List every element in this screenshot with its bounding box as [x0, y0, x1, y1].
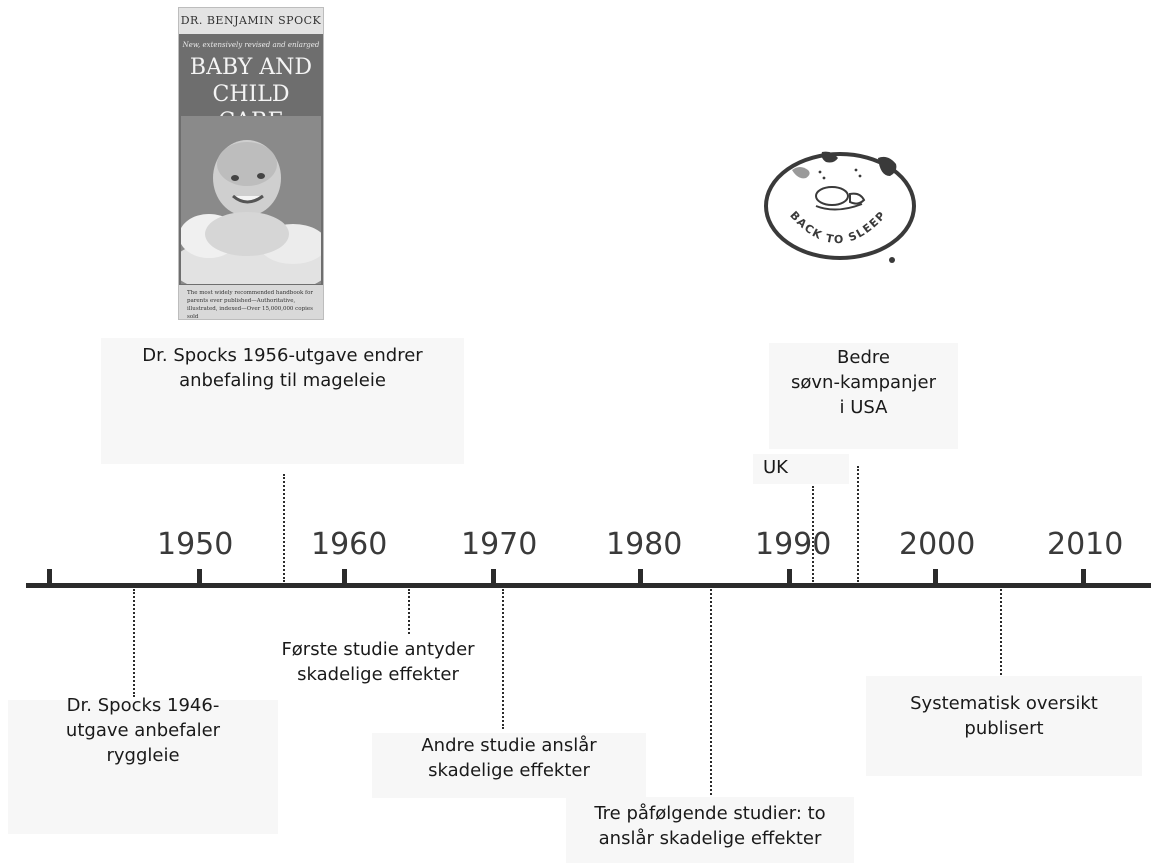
- event-spock1956-line1: Dr. Spocks 1956-utgave endrer: [142, 345, 423, 366]
- timeline-axis: [26, 583, 1151, 588]
- label-box-andre: [372, 733, 646, 798]
- connector-andre: [502, 589, 504, 729]
- event-bedre-line3: i USA: [839, 397, 888, 418]
- year-label-2010: 2010: [1047, 527, 1124, 562]
- event-spock1956-label: Dr. Spocks 1956-utgave endrer anbefaling…: [101, 343, 464, 393]
- label-box-systematisk: [866, 676, 1142, 776]
- year-label-1990: 1990: [755, 527, 832, 562]
- axis-tick-1980: [638, 569, 643, 586]
- event-systematisk-label: Systematisk oversikt publisert: [866, 691, 1142, 741]
- event-spock1956-line2: anbefaling til mageleie: [179, 370, 386, 391]
- event-spock1946-label: Dr. Spocks 1946- utgave anbefaler ryggle…: [8, 693, 278, 768]
- event-spock1946-line3: ryggleie: [106, 745, 180, 766]
- event-forste-line2: skadelige effekter: [297, 664, 459, 685]
- event-systematisk-line2: publisert: [964, 718, 1044, 739]
- connector-systematisk: [1000, 589, 1002, 675]
- connector-spock1956: [283, 474, 285, 582]
- axis-tick-1960: [342, 569, 347, 586]
- event-forste-label: Første studie antyder skadelige effekter: [228, 637, 528, 687]
- year-label-1980: 1980: [606, 527, 683, 562]
- label-box-spock1946: [8, 700, 278, 834]
- connector-spock1946: [133, 589, 135, 697]
- back-to-sleep-logo: BACK TO SLEEP: [764, 151, 916, 263]
- connector-forste: [408, 589, 410, 634]
- axis-tick-1950: [197, 569, 202, 586]
- year-label-2000: 2000: [899, 527, 976, 562]
- event-bedre-line1: Bedre: [837, 347, 890, 368]
- year-label-1950: 1950: [157, 527, 234, 562]
- label-box-spock1956: [101, 338, 464, 464]
- book-blurb: The most widely recommended handbook for…: [179, 285, 323, 320]
- event-andre-label: Andre studie anslår skadelige effekter: [372, 733, 646, 783]
- event-systematisk-line1: Systematisk oversikt: [910, 693, 1098, 714]
- connector-tre: [710, 589, 712, 795]
- label-box-uk: [753, 454, 849, 484]
- axis-tick-start: [47, 569, 52, 586]
- svg-text:BACK TO SLEEP: BACK TO SLEEP: [787, 208, 889, 246]
- baby-photo: [181, 116, 321, 284]
- event-andre-line2: skadelige effekter: [428, 760, 590, 781]
- event-forste-line1: Første studie antyder: [281, 639, 475, 660]
- event-uk-line1: UK: [763, 457, 788, 478]
- book-author: DR. BENJAMIN SPOCK: [179, 8, 323, 34]
- event-spock1946-line1: Dr. Spocks 1946-: [66, 695, 220, 716]
- connector-bedre: [857, 466, 859, 582]
- axis-tick-1970: [491, 569, 496, 586]
- book-cover-image: DR. BENJAMIN SPOCK New, extensively revi…: [178, 7, 324, 320]
- year-label-1970: 1970: [461, 527, 538, 562]
- event-tre-line2: anslår skadelige effekter: [598, 828, 822, 849]
- book-subtitle: New, extensively revised and enlarged: [182, 41, 320, 49]
- axis-tick-1990: [787, 569, 792, 586]
- event-andre-line1: Andre studie anslår: [421, 735, 597, 756]
- book-title-line1: BABY AND: [189, 55, 313, 80]
- connector-uk: [812, 486, 814, 582]
- event-uk-label: UK: [753, 455, 798, 480]
- axis-tick-2010: [1081, 569, 1086, 586]
- event-bedre-line2: søvn-kampanjer: [791, 372, 936, 393]
- label-box-bedre: [769, 343, 958, 449]
- event-tre-label: Tre påfølgende studier: to anslår skadel…: [556, 801, 864, 851]
- logo-text: BACK TO SLEEP: [787, 208, 887, 246]
- event-bedre-label: Bedre søvn-kampanjer i USA: [769, 345, 958, 420]
- event-spock1946-line2: utgave anbefaler: [65, 720, 221, 741]
- axis-tick-2000: [933, 569, 938, 586]
- label-box-tre: [566, 797, 854, 863]
- year-label-1960: 1960: [311, 527, 388, 562]
- event-tre-line1: Tre påfølgende studier: to: [594, 803, 826, 824]
